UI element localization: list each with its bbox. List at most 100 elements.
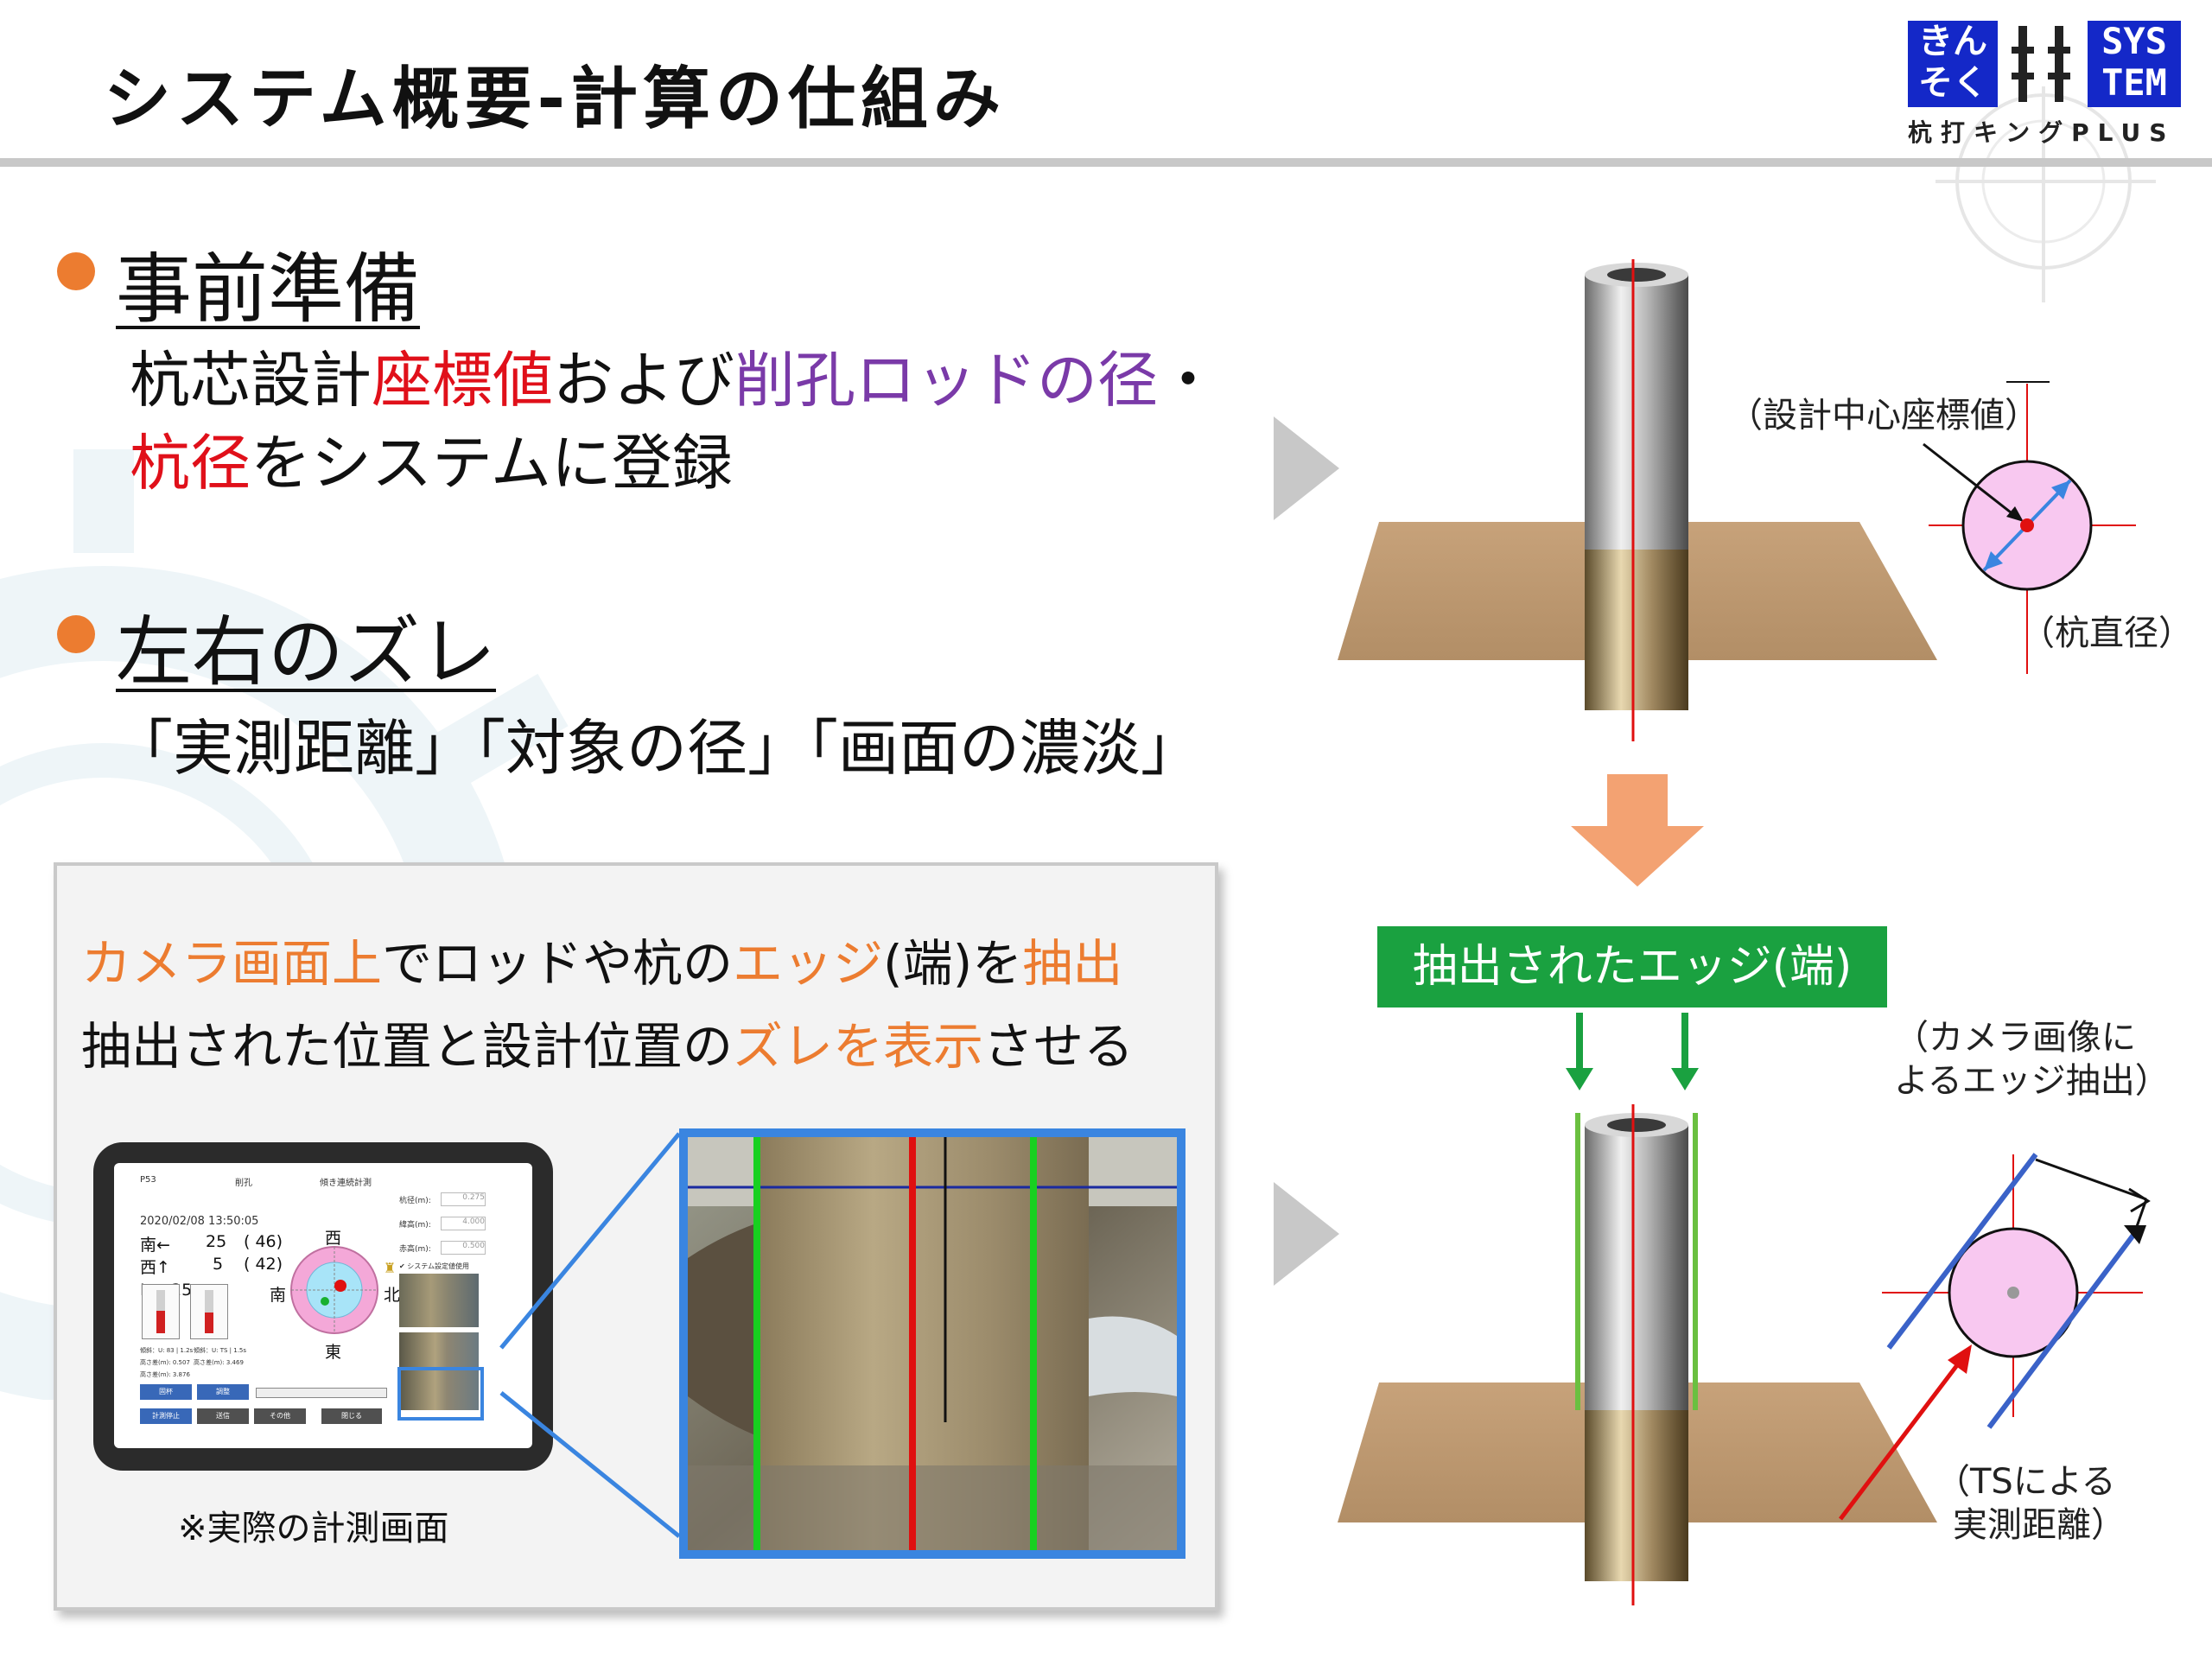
field-pile-diameter-label: 杭径(m): [399,1197,431,1205]
logo-kinsoku-line2: そく [1918,63,1987,103]
tablet-row1-value: 25 [206,1232,227,1251]
panel-text-rod-pile: でロッドや杭の [382,934,734,993]
logo-kinsoku-line1: きん [1918,22,1987,61]
compass-north: 北 [384,1286,401,1305]
tilt-gauge-2 [190,1284,228,1339]
section1-text-register: をシステムに登録 [251,428,733,499]
tablet-button-adjust[interactable]: 調整 [197,1384,249,1400]
logo-system-line1: SYS [2101,20,2167,62]
panel-text-edge: エッジ [733,934,884,993]
tablet-metric-2: 傾斜：U: TS | 1.5s [194,1347,247,1354]
title-divider [0,158,2212,167]
tablet-row2-value: 5 [213,1255,224,1274]
panel-line1: カメラ画面上でロッドや杭のエッジ(端)を抽出 [81,923,1122,995]
label-camera-edge-line2: よるエッジ抽出） [1894,1061,2170,1101]
play-arrow-2 [1274,1182,1339,1286]
field-height2-value[interactable]: 0.500 [441,1241,486,1255]
tablet-row2-dir: 西↑ [140,1258,170,1277]
label-camera-edge-line1: （カメラ画像に [1894,1018,2136,1058]
tablet-row1-dir: 南← [140,1236,170,1255]
system-setting-label: システム設定値使用 [407,1262,470,1270]
logo-kinsoku-block: きん そく [1908,21,1998,107]
section1-text-design: 杭芯設計 [130,345,372,416]
compass-west: 西 [325,1229,342,1248]
tangent-line-upper [1886,1153,2038,1350]
tablet-button-other[interactable]: その他 [254,1408,306,1424]
tilt-gauge-1 [142,1284,180,1339]
section1-text-rod-diameter: 削孔ロッドの径 [734,345,1158,416]
pile-lower-steel [1585,1125,1688,1410]
panel-text-extract: 抽出 [1022,934,1123,993]
label-ts-distance-line2: 実測距離） [1953,1505,2126,1545]
tablet-metric-3: 高さ差(m): 0.507 [140,1359,190,1366]
panel-line2: 抽出された位置と設計位置のズレを表示させる [81,1006,1134,1078]
tablet-metric-1: 傾斜：U: 83 | 1.2s [140,1347,194,1354]
crosshair-decoration [1936,86,2156,302]
bullet-dot-1 [57,252,95,290]
section2-line: 「実測距離」「対象の径」「画面の濃淡」 [112,713,1201,784]
system-setting-checkbox[interactable]: ✔ システム設定値使用 [399,1262,470,1270]
section2-heading: 左右のズレ [116,607,497,696]
label-ts-distance-line1: （TSによる [1936,1462,2116,1502]
panel-text-end: (端)を [883,934,1023,993]
tablet-button-close[interactable]: 閉じる [321,1408,382,1424]
section1-heading: 事前準備 [116,245,421,334]
extracted-edge-label: 抽出されたエッジ(端) [1377,926,1887,1007]
field-pile-diameter-value[interactable]: 0.275 [441,1192,486,1206]
section1-text-and: および [553,345,734,416]
panel-text-camera-screen: カメラ画面上 [81,934,383,993]
label-pile-diameter: （杭直径） [2020,613,2193,653]
logo-tagline: 杭打キングPLUS [1908,118,2176,147]
tablet-progress-bar [256,1388,387,1398]
section1-text-coordinates: 座標値 [372,345,553,416]
section1-text-pile-diameter: 杭径 [130,428,251,499]
tablet-button-send[interactable]: 送信 [197,1408,249,1424]
camera-thumbnail-2[interactable] [399,1332,479,1410]
compass-graphic [290,1246,378,1334]
label-ts-distance: （TSによる 実測距離） [1936,1460,2126,1547]
section1-line2: 杭径をシステムに登録 [130,422,733,505]
field-height1-value[interactable]: 4.000 [441,1217,486,1230]
logo-pile-icon [2012,26,2070,102]
tablet-metric-5: 高さ差(m): 3.876 [140,1371,190,1378]
surveyor-icon: ♜ [384,1260,397,1276]
pile-upper-lower-section [1585,550,1688,710]
tablet-header-continuous: 傾き連続計測 [320,1179,372,1188]
section1-line1: 杭芯設計座標値および削孔ロッドの径・ [130,339,1218,422]
tablet-metric-4: 高さ差(m): 3.469 [194,1359,244,1366]
camera-thumbnail-1[interactable] [399,1274,479,1327]
ts-distance-arrow [1839,1360,1961,1521]
label-design-center: （設計中心座標値） [1728,396,2039,435]
page-title: システム概要-計算の仕組み [104,60,1007,138]
logo-system-line2: TEM [2101,61,2167,104]
compass-east: 東 [325,1343,342,1362]
down-arrow [1571,774,1704,887]
bullet-dot-2 [57,615,95,653]
pile-lower-lower-section [1585,1408,1688,1581]
field-height2-label: 赤高(m): [399,1245,431,1254]
brand-logo: きん そく SYS TEM 杭打キングPLUS [1901,17,2186,147]
label-camera-edge: （カメラ画像に よるエッジ抽出） [1894,1016,2170,1103]
tablet-screenshot: P53 削孔 傾き連続計測 2020/02/08 13:50:05 南← 25 … [93,1142,553,1471]
panel-text-make: させる [983,1017,1135,1076]
panel-text-position: 抽出された位置と設計位置の [81,1017,734,1076]
tablet-header-id: P53 [140,1175,156,1185]
thumbnail-highlight-box [397,1367,484,1421]
logo-system-block: SYS TEM [2088,21,2181,107]
panel-text-show-offset: ズレを表示 [733,1017,984,1076]
tablet-row1-paren: ( 46) [244,1232,283,1251]
tablet-button-stop[interactable]: 計測停止 [140,1408,192,1424]
tablet-button-fix[interactable]: 固杯 [140,1384,192,1400]
play-arrow-1 [1274,416,1339,520]
tablet-datetime: 2020/02/08 13:50:05 [140,1215,259,1228]
panel-caption: ※実際の計測画面 [178,1509,449,1548]
pile-upper-steel [1585,275,1688,550]
tangent-line-lower [1986,1232,2137,1429]
tablet-screen: P53 削孔 傾き連続計測 2020/02/08 13:50:05 南← 25 … [114,1163,532,1448]
section1-text-dot: ・ [1158,345,1218,416]
tablet-header-mode: 削孔 [235,1179,252,1188]
field-height1-label: 緯高(m): [399,1221,431,1230]
zoomed-camera-image [679,1128,1185,1559]
